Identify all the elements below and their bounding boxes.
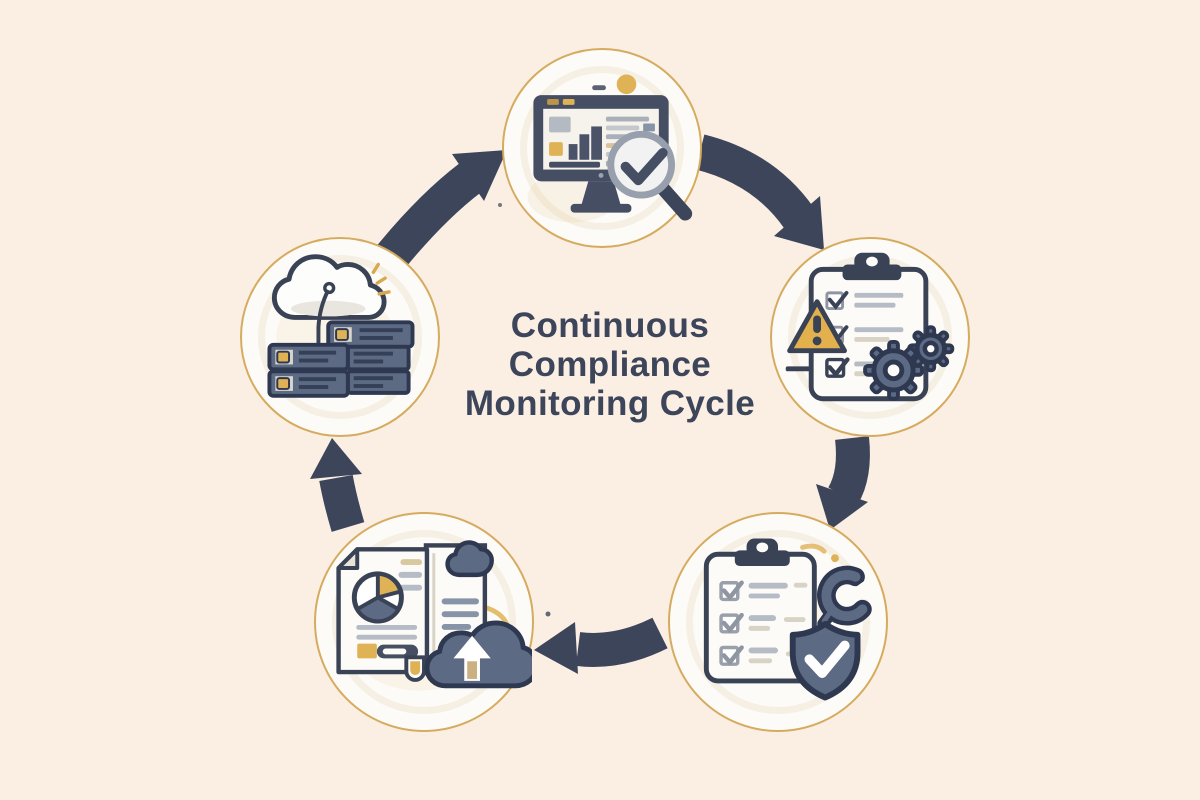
sparkle-marks	[371, 262, 391, 296]
pie-chart-icon	[351, 571, 404, 624]
warning-triangle-icon	[787, 299, 847, 354]
arrow-group	[310, 134, 870, 674]
monitor-magnifier-check-icon	[527, 74, 693, 223]
shield-check-icon	[789, 621, 861, 701]
arrow-top-to-right	[695, 134, 824, 250]
clipboard-warning-gears-icon	[785, 252, 955, 402]
node-remediation-protection	[668, 512, 888, 732]
magnifier-check-icon	[607, 130, 693, 221]
diagram-title: Continuous Compliance Monitoring Cycle	[410, 306, 810, 423]
gears-icon	[863, 325, 955, 401]
decorative-dot	[498, 203, 502, 207]
arrow-bottom-left-to-left	[310, 438, 365, 532]
decorative-dot	[545, 611, 551, 617]
node-issue-detection	[770, 237, 970, 437]
server-details	[275, 327, 403, 391]
node-report-upload	[314, 512, 534, 732]
cloud-server-stack-icon	[267, 254, 415, 398]
gold-dot	[616, 74, 637, 95]
node-monitoring-scan	[502, 48, 702, 248]
title-line-3: Monitoring Cycle	[464, 384, 756, 423]
cloud-upload-icon	[424, 620, 532, 689]
arrow-bottom-right-to-bottom-left	[534, 617, 668, 674]
title-line-2: Compliance	[508, 345, 712, 384]
arrow-right-to-bottom-right	[816, 436, 870, 530]
clipboard-wrench-shield-icon	[703, 538, 879, 701]
wrench-icon	[817, 565, 879, 630]
clipboard-icon	[703, 538, 817, 684]
small-cloud-icon	[445, 540, 494, 578]
node-cloud-infrastructure	[240, 237, 440, 437]
cloud-icon	[271, 254, 387, 320]
document-piechart-cloud-upload-icon	[336, 540, 532, 691]
title-line-1: Continuous	[510, 306, 710, 345]
